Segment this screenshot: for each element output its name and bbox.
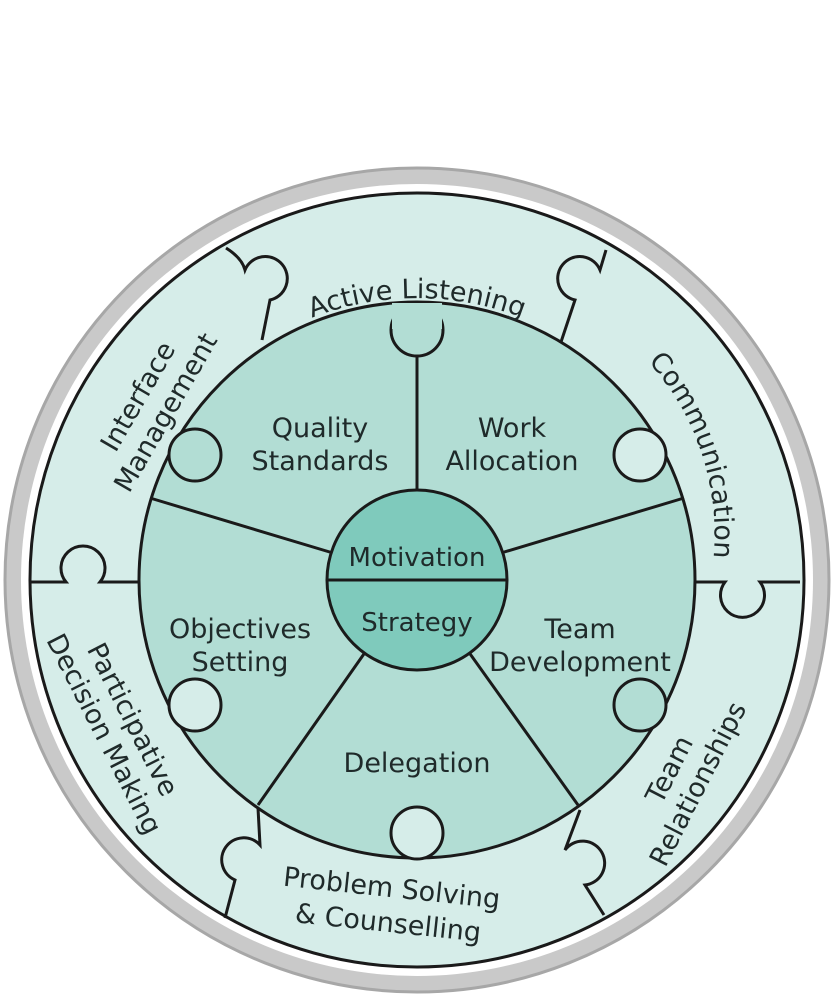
inner-label-quality-1: Quality [272, 413, 368, 444]
inner-segment-labels: Quality Standards Work Allocation Team D… [169, 413, 671, 779]
inner-label-objectives-2: Setting [192, 647, 289, 678]
core-bottom-label: Strategy [361, 608, 472, 638]
inner-label-team-2: Development [489, 647, 671, 678]
inner-label-quality-2: Standards [252, 446, 389, 477]
inner-label-objectives-1: Objectives [169, 614, 311, 645]
inner-label-delegation: Delegation [344, 748, 491, 779]
core-top-label: Motivation [349, 543, 486, 573]
inner-label-work-1: Work [478, 413, 547, 444]
inner-spokes [149, 356, 685, 806]
inner-knobs [167, 302, 668, 861]
inner-label-team-1: Team [543, 614, 615, 645]
outer-dividers [31, 246, 800, 919]
inner-label-work-2: Allocation [445, 446, 578, 477]
